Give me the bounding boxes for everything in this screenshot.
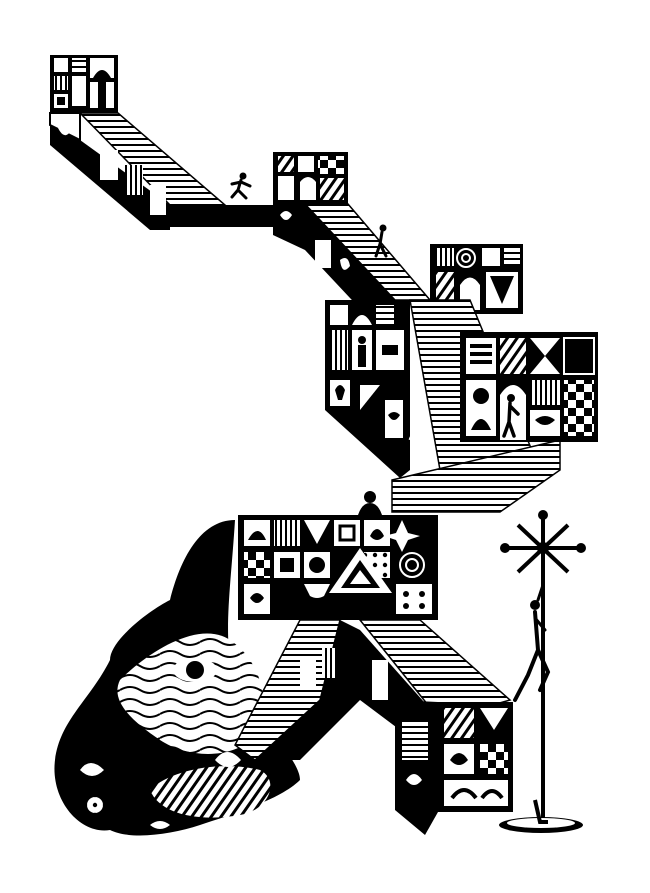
second-tower <box>273 152 348 250</box>
staircase-2 <box>303 203 432 330</box>
pole-assembly <box>499 510 586 833</box>
top-left-tower <box>49 55 118 142</box>
runner-figure <box>230 172 252 200</box>
star-icon <box>384 520 420 552</box>
doorway-figure <box>502 394 520 438</box>
bottom-cluster <box>234 491 513 835</box>
pole-climber-figure <box>513 583 551 702</box>
seated-figure <box>358 491 382 515</box>
flowing-blob <box>54 520 301 836</box>
staircase-1 <box>50 112 280 230</box>
walker-figure <box>374 224 388 258</box>
